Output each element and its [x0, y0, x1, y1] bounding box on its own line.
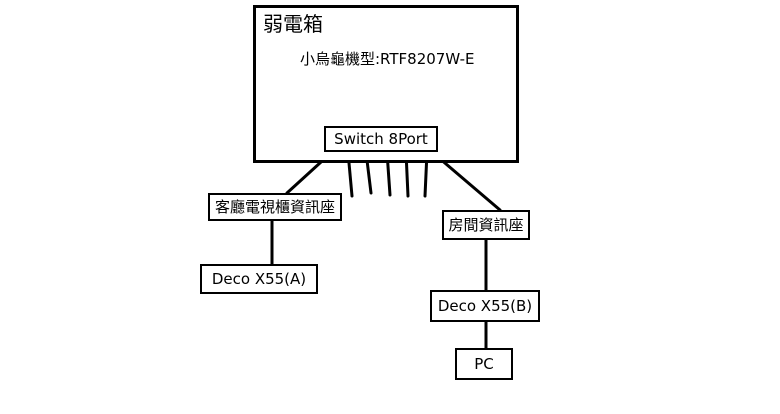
switch-box: Switch 8Port: [324, 126, 438, 152]
modem-model-label: 小烏龜機型:RTF8207W-E: [300, 50, 475, 68]
deco-x55-b-box: Deco X55(B): [430, 290, 540, 322]
living-room-outlet-box: 客廳電視櫃資訊座: [208, 193, 342, 221]
pc-box: PC: [455, 348, 513, 380]
deco-x55-a-box: Deco X55(A): [200, 264, 318, 294]
cabinet-title: 弱電箱: [263, 12, 323, 36]
bedroom-outlet-box: 房間資訊座: [442, 210, 530, 240]
